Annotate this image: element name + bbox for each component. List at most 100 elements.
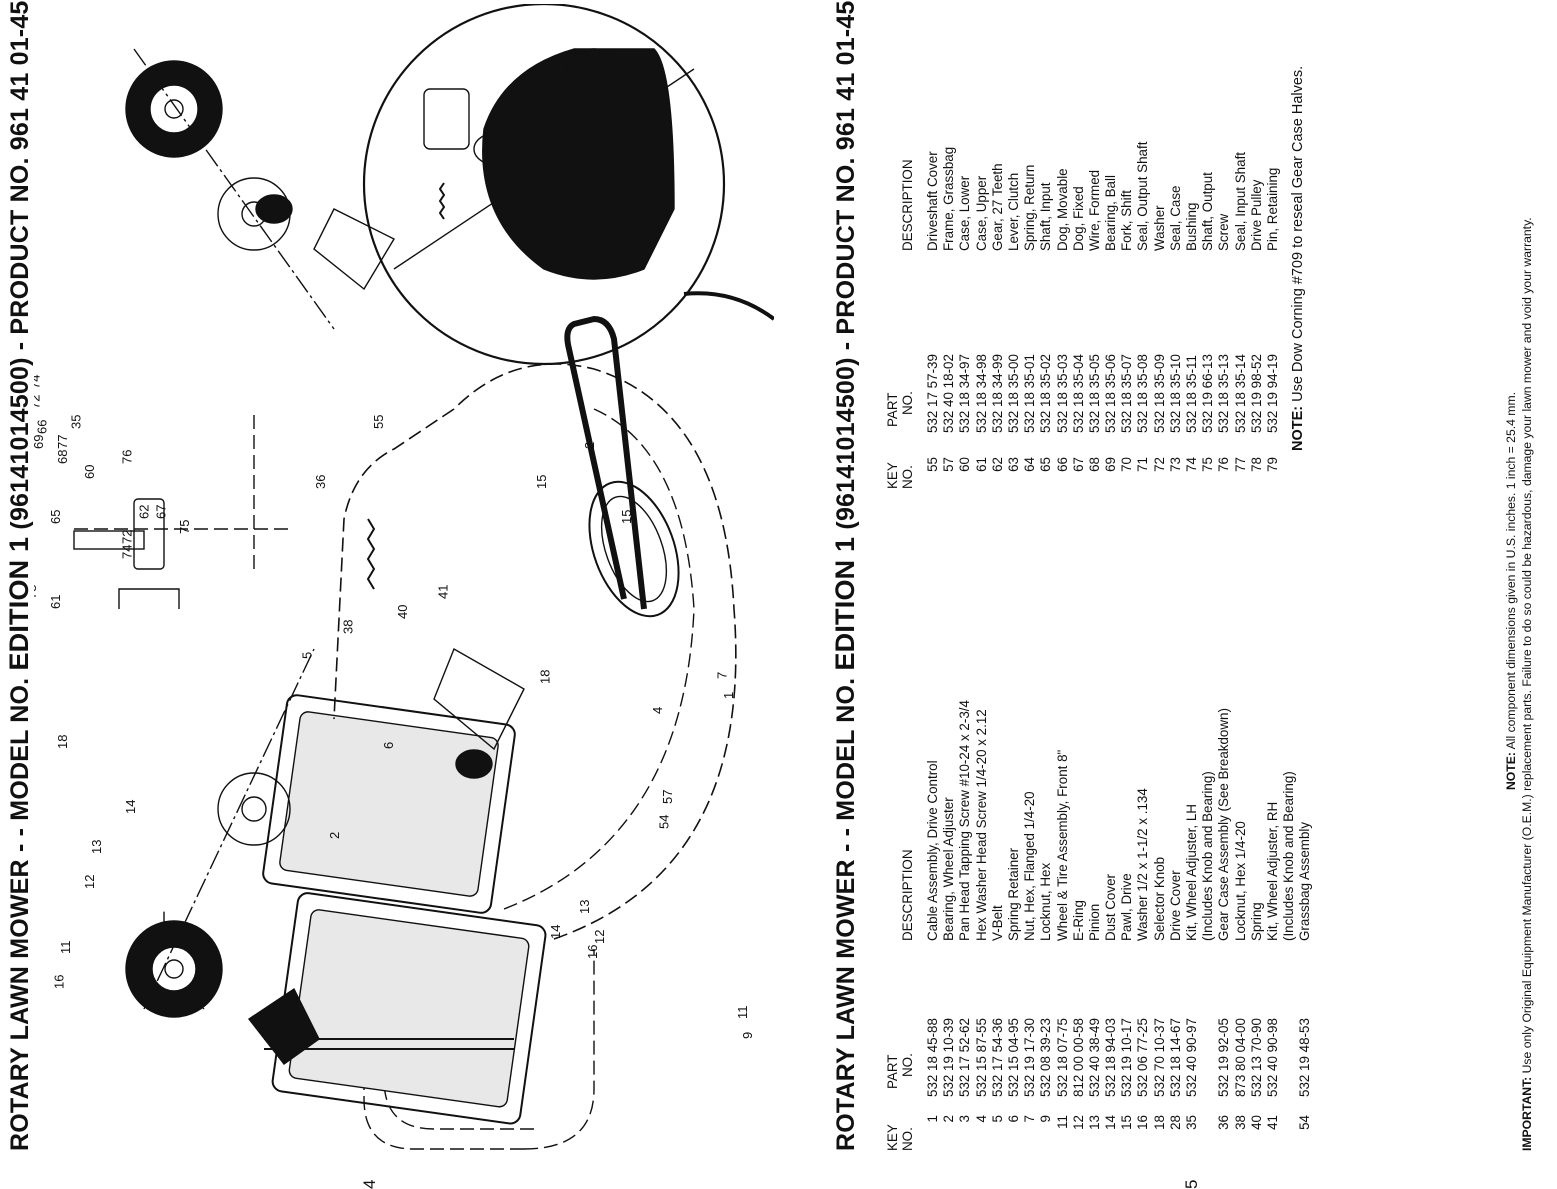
part-description: Grassbag Assembly [1297, 821, 1313, 941]
part-key: 74 [1184, 457, 1199, 472]
part-key: 65 [1038, 457, 1054, 472]
part-description: Kit, Wheel Adjuster, RH [1264, 801, 1280, 941]
drive-control-lever [247, 987, 320, 1065]
part-number: 532 19 66-13 [1200, 354, 1216, 433]
callout-number: 13 [577, 900, 592, 914]
part-key [1200, 1115, 1216, 1151]
callout-number: 69 [34, 435, 46, 449]
part-description: Drive Cover [1167, 870, 1183, 941]
part-description: Spring Retainer [1005, 847, 1021, 941]
note-label: NOTE: [1504, 752, 1518, 790]
callout-number: 14 [548, 925, 563, 939]
important-text: Use only Original Equipment Manufacturer… [1520, 217, 1534, 1077]
part-description: Spring [1248, 902, 1264, 941]
part-description: Spring, Return [1022, 164, 1038, 251]
note-label: NOTE: [1290, 405, 1306, 451]
part-number: 532 13 70-90 [1248, 1018, 1264, 1097]
part-key: 35 [1184, 1115, 1199, 1130]
part-number: 812 00 00-58 [1070, 1018, 1086, 1097]
part-description: Gear, 27 Teeth [989, 163, 1005, 251]
part-key: 55 [925, 457, 940, 472]
callout-number: 40 [395, 605, 410, 619]
part-key: 14 [1103, 1115, 1119, 1130]
part-number: 532 18 35-10 [1167, 354, 1183, 433]
header-description: DESCRIPTION [900, 159, 915, 251]
part-description: Screw [1216, 213, 1232, 251]
part-number: 532 08 39-23 [1038, 1018, 1054, 1097]
part-key: 75 [1200, 457, 1216, 472]
part-number: 532 15 87-55 [973, 1018, 989, 1097]
part-number: 532 06 77-25 [1135, 1018, 1151, 1097]
part-number: 532 18 35-03 [1054, 354, 1070, 433]
callout-number: 55 [371, 415, 386, 429]
header-part-line1: PART [885, 1054, 900, 1089]
callout-number: 9 [740, 1032, 755, 1039]
part-key: 57 [941, 457, 957, 472]
part-number: 532 18 45-88 [925, 1018, 940, 1097]
part-description: Fork, Shift [1119, 189, 1135, 251]
callout-number: 11 [58, 941, 73, 955]
part-key: 68 [1086, 457, 1102, 472]
dimensions-note: NOTE: All component dimensions given in … [1503, 31, 1519, 1151]
part-description: Drive Pulley [1248, 179, 1264, 251]
callout-number: 36 [313, 475, 328, 489]
footer-notes: NOTE: All component dimensions given in … [1503, 31, 1535, 1151]
part-description: Seal, Input Shaft [1232, 151, 1248, 251]
drive-shaft [73, 530, 145, 550]
part-description: Pin, Retaining [1264, 167, 1280, 251]
callout-number: 66 [34, 420, 49, 434]
part-key: 9 [1038, 1115, 1054, 1123]
part-key: 16 [1135, 1115, 1151, 1130]
part-key: 63 [1005, 457, 1021, 472]
part-number: 532 18 35-11 [1184, 355, 1199, 433]
callout-number: 54 [657, 815, 672, 829]
part-key: 2 [941, 1115, 957, 1123]
callout-number: 78 [34, 585, 39, 599]
part-key: 69 [1103, 457, 1119, 472]
part-key: 66 [1054, 457, 1070, 472]
part-description: Dust Cover [1103, 874, 1119, 941]
exploded-parts-diagram: 1223456799111112121313141415151616181828… [34, 4, 774, 1150]
drive-cover [482, 48, 675, 280]
callout-number: 14 [123, 800, 138, 814]
callout-number: 74 [119, 545, 134, 559]
part-description: Case, Lower [957, 175, 973, 251]
header-part-line2: NO. [900, 391, 915, 415]
part-description: Washer [1151, 205, 1167, 251]
part-key: 54 [1297, 1115, 1313, 1130]
important-label: IMPORTANT: [1520, 1076, 1534, 1151]
callout-number: 2 [582, 442, 597, 449]
callout-number: 18 [538, 670, 553, 684]
part-key: 78 [1248, 457, 1264, 472]
title-text: ROTARY LAWN MOWER - - MODEL NO. [6, 670, 34, 1151]
part-key: 41 [1264, 1115, 1280, 1130]
part-description: Shaft, Input [1038, 182, 1054, 252]
part-description: (Includes Knob and Bearing) [1281, 771, 1297, 941]
callout-number: 68 [55, 450, 70, 464]
callout-number: 38 [34, 630, 36, 644]
part-key: 4 [973, 1115, 989, 1123]
part-description: Pawl, Drive [1119, 873, 1135, 941]
part-description: Bearing, Wheel Adjuster [941, 797, 957, 941]
part-description: Dog, Movable [1054, 168, 1070, 251]
part-number: 532 18 35-06 [1103, 354, 1119, 433]
part-description: Lever, Clutch [1005, 172, 1021, 251]
part-key: 3 [957, 1115, 973, 1123]
part-key: 28 [1167, 1115, 1183, 1130]
wheel-adjuster-rh [433, 647, 525, 751]
callout-number: 72 [34, 395, 43, 409]
part-key: 13 [1086, 1115, 1102, 1130]
gear-case-breakdown-circle [362, 4, 726, 366]
callout-number: 72 [119, 530, 134, 544]
gear-case [133, 498, 165, 570]
part-number: 532 18 35-04 [1070, 354, 1086, 433]
part-number: 532 17 54-36 [989, 1018, 1005, 1097]
title-text: (96141014500) - PRODUCT NO. 961 41 01-45 [6, 0, 34, 537]
callout-number: 12 [592, 930, 607, 944]
part-description: Locknut, Hex 1/4-20 [1232, 821, 1248, 941]
part-description: Wire, Formed [1086, 169, 1102, 251]
